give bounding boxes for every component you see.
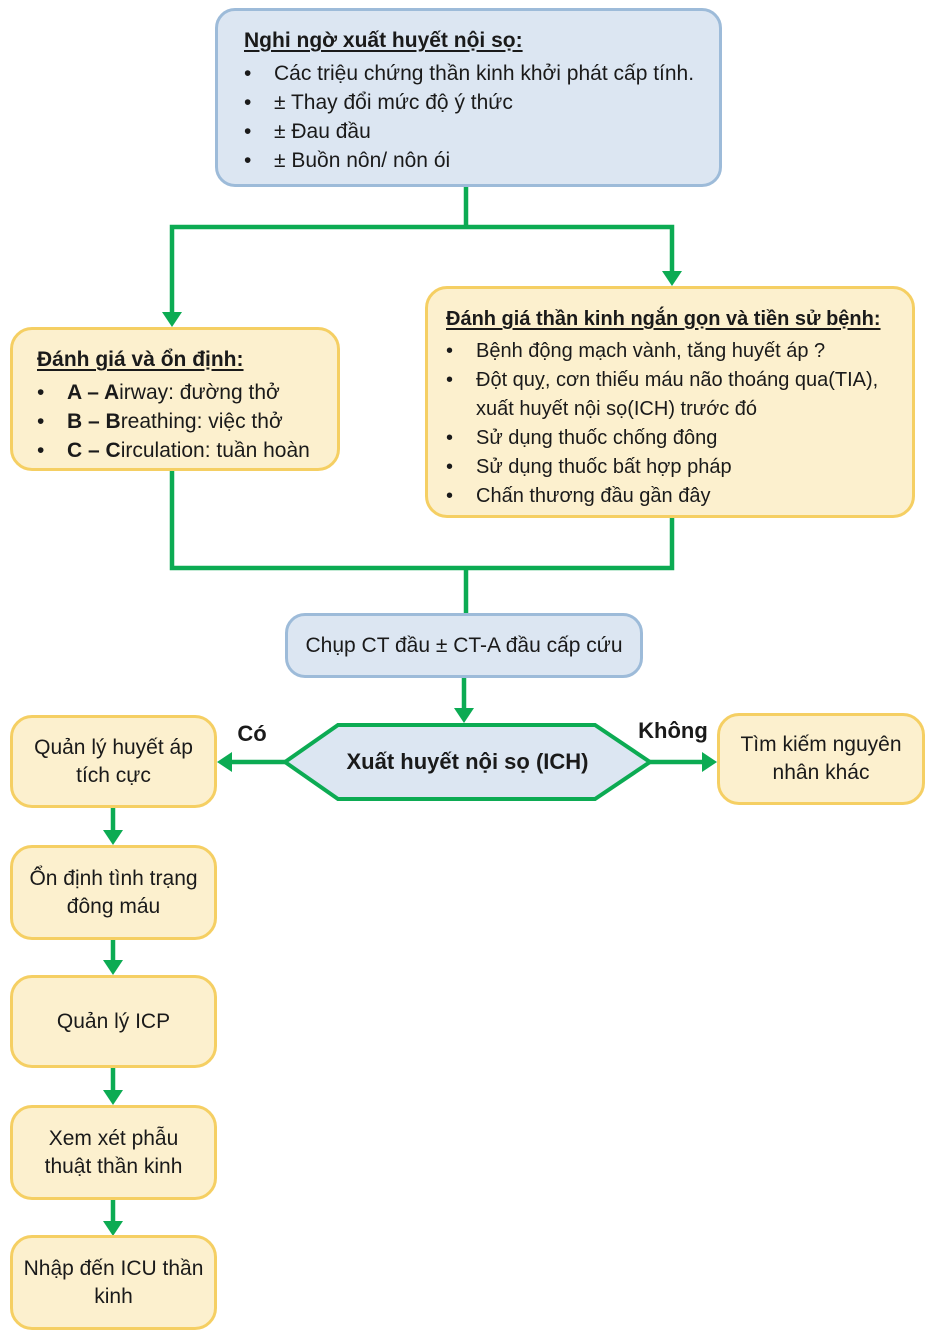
bullet-text: Bệnh động mạch vành, tăng huyết áp ?	[476, 340, 826, 362]
node-title: Nghi ngờ xuất huyết nội sọ:	[244, 29, 523, 52]
bullet-text: Đột quỵ, cơn thiếu máu não thoáng qua(TI…	[476, 369, 879, 420]
bullet-list: • A – Airway: đường thở • B – Breathing: vi…	[37, 378, 323, 465]
node-find-other-cause: Tìm kiếm nguyên nhân khác	[717, 713, 925, 805]
node-title: Đánh giá và ổn định:	[37, 348, 244, 371]
bullet-item: • B – Breathing: việc thở	[37, 407, 323, 436]
arrowhead-coag	[103, 830, 123, 845]
node-neuro-exam-history: Đánh giá thần kinh ngắn gọn và tiền sử b…	[425, 286, 915, 518]
bullet-text: B – Breathing: việc thở	[67, 410, 283, 433]
bullet-text: Sử dụng thuốc bất hợp pháp	[476, 456, 732, 478]
node-label: Chụp CT đầu ± CT-A đầu cấp cứu	[305, 633, 623, 657]
bullet-text: ± Thay đổi mức độ ý thức	[274, 91, 513, 114]
bullet-marker: •	[37, 381, 45, 404]
bullet-item: • Các triệu chứng thần kinh khởi phát cấp…	[244, 59, 705, 88]
node-label: Nhập đến ICU thần kinh	[23, 1256, 204, 1308]
bullet-item: • Bệnh động mạch vành, tăng huyết áp ?	[446, 337, 898, 366]
node-label: Tìm kiếm nguyên nhân khác	[740, 733, 902, 784]
node-label: Xem xét phẫu thuật thần kinh	[44, 1126, 183, 1178]
bullet-marker: •	[37, 439, 45, 462]
node-label: Quản lý huyết áp tích cực	[34, 735, 193, 787]
bullet-item: • C – Circulation: tuần hoàn	[37, 436, 323, 465]
node-icp-management: Quản lý ICP	[10, 975, 217, 1068]
bullet-text: ± Buồn nôn/ nôn ói	[274, 149, 451, 172]
bullet-marker: •	[446, 456, 454, 478]
bullet-marker: •	[244, 149, 252, 172]
edge-merge	[169, 471, 675, 571]
node-assess-stabilize: Đánh giá và ổn định: • A – Airway: đường …	[10, 327, 340, 471]
arrowhead-neurosurgery	[103, 1090, 123, 1105]
bullet-item: • Chấn thương đầu gần đây	[446, 482, 898, 511]
node-title: Đánh giá thần kinh ngắn gọn và tiền sử b…	[446, 308, 881, 330]
arrowhead-to-assess	[162, 312, 182, 327]
bullet-marker: •	[244, 62, 252, 85]
bullet-text: A – Airway: đường thở	[67, 381, 280, 404]
bullet-item: • ± Đau đầu	[244, 117, 705, 146]
bullet-text: Chấn thương đầu gần đây	[476, 485, 711, 507]
node-label: Ổn định tình trạng đông máu	[29, 866, 198, 918]
bullet-text: Sử dụng thuốc chống đông	[476, 427, 718, 449]
edge-branch	[169, 224, 675, 313]
node-suspected-ich: Nghi ngờ xuất huyết nội sọ: • Các triệu c…	[215, 8, 722, 187]
bullet-item: • ± Buồn nôn/ nôn ói	[244, 146, 705, 175]
edge-label-yes: Có	[237, 721, 267, 746]
bullet-marker: •	[446, 485, 454, 507]
node-bp-management: Quản lý huyết áp tích cực	[10, 715, 217, 808]
node-decision-label: Xuất huyết nội sọ (ICH)	[300, 725, 635, 799]
bullet-item: • ± Thay đổi mức độ ý thức	[244, 88, 705, 117]
arrowhead-no	[702, 752, 717, 772]
node-label: Xuất huyết nội sọ (ICH)	[346, 749, 589, 774]
bullet-item: • Sử dụng thuốc chống đông	[446, 424, 898, 453]
bullet-list: • Các triệu chứng thần kinh khởi phát cấp…	[244, 59, 705, 175]
bullet-marker: •	[446, 427, 454, 449]
bullet-marker: •	[446, 340, 454, 362]
bullet-text: Các triệu chứng thần kinh khởi phát cấp …	[274, 62, 695, 85]
node-coagulation: Ổn định tình trạng đông máu	[10, 845, 217, 940]
bullet-text: ± Đau đầu	[274, 120, 371, 143]
bullet-item: • Sử dụng thuốc bất hợp pháp	[446, 453, 898, 482]
arrowhead-icp	[103, 960, 123, 975]
bullet-list: • Bệnh động mạch vành, tăng huyết áp ? • Độ…	[446, 337, 898, 511]
bullet-marker: •	[244, 120, 252, 143]
node-label: Quản lý ICP	[56, 1009, 171, 1033]
arrowhead-icu	[103, 1221, 123, 1236]
bullet-marker: •	[37, 410, 45, 433]
bullet-marker: •	[244, 91, 252, 114]
node-neuro-icu: Nhập đến ICU thần kinh	[10, 1235, 217, 1330]
arrowhead-yes	[217, 752, 232, 772]
bullet-text: C – Circulation: tuần hoàn	[67, 439, 310, 462]
arrowhead-to-decision	[454, 708, 474, 723]
bullet-item: • A – Airway: đường thở	[37, 378, 323, 407]
bullet-item: • Đột quỵ, cơn thiếu máu não thoáng qua(T…	[446, 366, 898, 424]
bullet-marker: •	[446, 369, 454, 391]
node-ct-scan: Chụp CT đầu ± CT-A đầu cấp cứu	[285, 613, 643, 678]
node-neurosurgery: Xem xét phẫu thuật thần kinh	[10, 1105, 217, 1200]
edge-label-no: Không	[638, 718, 708, 743]
arrowhead-to-history	[662, 271, 682, 286]
